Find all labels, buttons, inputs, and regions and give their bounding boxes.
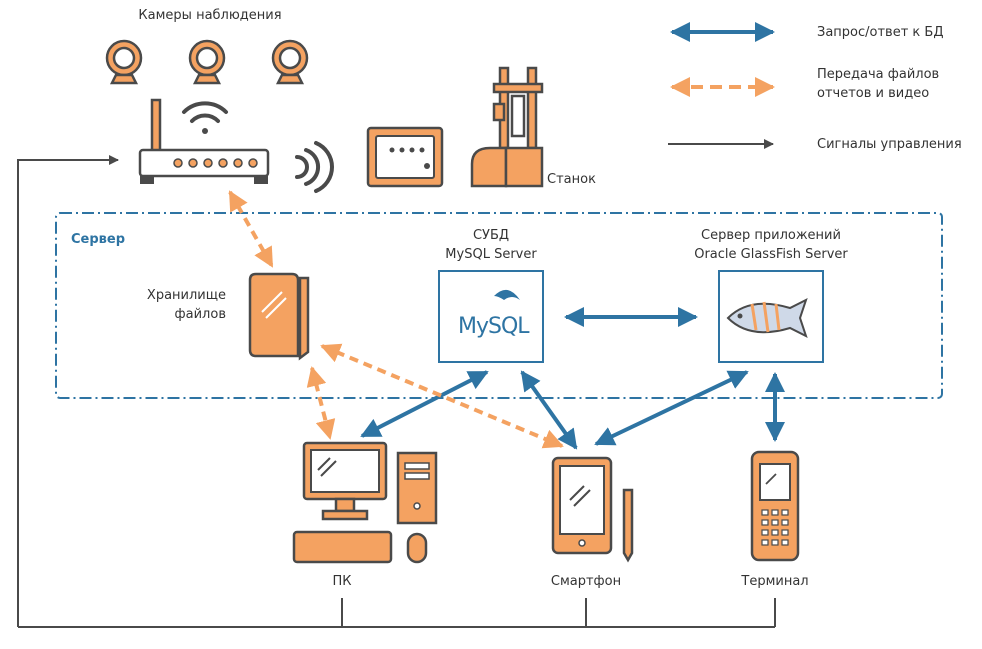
router-icon	[138, 98, 270, 184]
legend-file-text: Передача файлов отчетов и видео	[817, 65, 939, 103]
camera-icon	[188, 39, 226, 85]
dbms-label-line2: MySQL Server	[445, 247, 537, 262]
legend-file-text-line2: отчетов и видео	[817, 86, 930, 101]
storage-label-line1: Хранилище	[146, 288, 226, 303]
app-server-label-line1: Сервер приложений	[701, 228, 841, 243]
camera-icon	[271, 39, 309, 85]
control-signal-lines	[17, 155, 776, 628]
db-request-arrows	[360, 307, 785, 450]
handheld-terminal-icon	[750, 450, 800, 562]
camera-icon	[105, 39, 143, 85]
file-storage-icon	[248, 272, 310, 361]
file-transfer-arrows	[228, 190, 564, 449]
control-panel-icon	[366, 126, 444, 188]
storage-label: Хранилище файлов	[120, 286, 226, 324]
legend-db-text: Запрос/ответ к БД	[817, 25, 944, 40]
glassfish-server-box	[718, 270, 824, 363]
dbms-label-line1: СУБД	[472, 228, 510, 243]
mysql-logo: MySQL	[458, 314, 530, 339]
dbms-label: СУБД MySQL Server	[420, 226, 562, 264]
smartphone-label: Смартфон	[550, 574, 622, 589]
storage-label-line2: файлов	[174, 307, 226, 322]
pc-icon	[292, 441, 438, 564]
server-zone-label: Сервер	[71, 232, 126, 247]
wifi-icon	[182, 101, 228, 134]
legend-file-text-line1: Передача файлов	[817, 67, 940, 82]
legend-control-text: Сигналы управления	[817, 137, 962, 152]
machine-label: Станок	[547, 172, 596, 187]
cameras-label: Камеры наблюдения	[138, 8, 282, 23]
smartphone-icon	[551, 456, 634, 563]
terminal-label: Терминал	[741, 574, 809, 589]
pc-label: ПК	[332, 574, 352, 589]
app-server-label-line2: Oracle GlassFish Server	[694, 247, 848, 262]
machine-icon	[470, 66, 544, 188]
signal-waves-icon	[295, 141, 334, 193]
app-server-label: Сервер приложений Oracle GlassFish Serve…	[676, 226, 866, 264]
